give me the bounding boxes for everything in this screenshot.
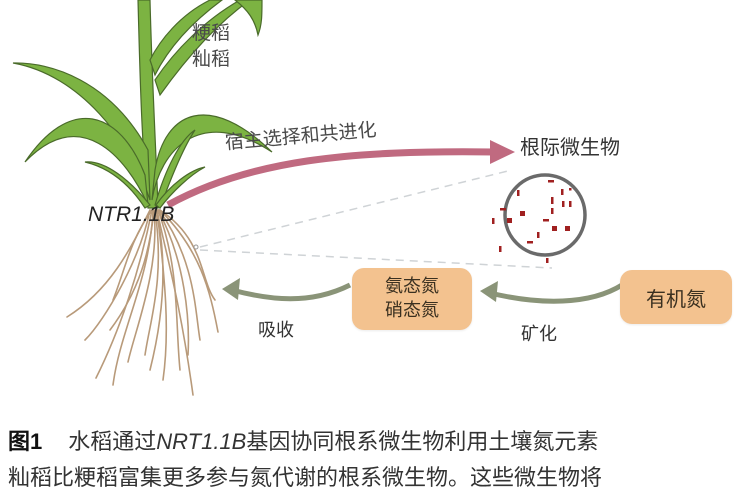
rice-variety-labels: 粳稻 籼稻 — [192, 20, 230, 72]
rice-leaves — [12, 0, 273, 209]
rhizosphere-microbe-circle — [492, 173, 587, 263]
root-sample-point — [193, 244, 199, 250]
gene-label: NTR1.1B — [88, 203, 175, 226]
absorption-arrow — [222, 278, 352, 302]
mineralization-label: 矿化 — [521, 324, 557, 345]
nitrate-nitrogen-label: 硝态氮 — [385, 300, 439, 321]
organic-nitrogen-label: 有机氮 — [646, 286, 706, 311]
caption-gene: NRT1.1B — [156, 429, 247, 454]
inorganic-nitrogen-box: 氨态氮 硝态氮 — [352, 268, 472, 330]
host-selection-arrow — [166, 140, 515, 209]
caption-text-1b: 基因协同根系微生物利用土壤氮元素 — [246, 430, 599, 455]
caption-line-1: 图1 水稻通过NRT1.1B基因协同根系微生物利用土壤氮元素 — [8, 424, 750, 461]
absorption-label: 吸收 — [258, 320, 294, 341]
organic-nitrogen-box: 有机氮 — [620, 270, 732, 324]
indica-label: 籼稻 — [192, 48, 231, 70]
figure-caption: 图1 水稻通过NRT1.1B基因协同根系微生物利用土壤氮元素 籼稻比粳稻富集更多参… — [8, 424, 750, 497]
mineralization-arrow — [480, 281, 624, 304]
caption-line-2: 籼稻比粳稻富集更多参与氮代谢的根系微生物。这些微生物将 — [8, 466, 603, 491]
caption-text-1a: 水稻通过 — [68, 430, 157, 455]
rice-roots — [66, 209, 219, 396]
zoom-guide-lines — [199, 169, 553, 269]
japonica-label: 粳稻 — [192, 22, 231, 44]
rhizosphere-microbe-label: 根际微生物 — [520, 135, 620, 159]
ammonium-nitrogen-label: 氨态氮 — [385, 276, 439, 297]
figure-number: 图1 — [8, 429, 43, 454]
